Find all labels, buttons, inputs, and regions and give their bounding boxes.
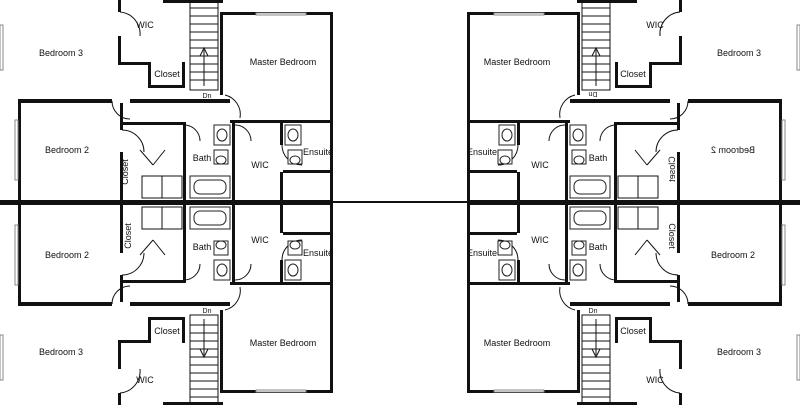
bathroom-fixtures [189,124,303,199]
doors [497,239,689,394]
room-label-wic: WIC [531,160,549,170]
center-breezeway-line [333,201,467,203]
room-label-master-bedroom: Master Bedroom [250,57,317,67]
unit-walls [467,205,782,405]
unit-walls [18,0,333,200]
bathroom-fixtures [497,124,611,199]
stair-label-dn: Dn [588,90,597,97]
room-label-ensuite: Ensuite [303,248,333,258]
room-label-wic: WIC [646,375,664,385]
closet-shelving [139,149,183,199]
room-label-bedroom-2: Bedroom 2 [45,145,89,155]
room-label-ensuite: Ensuite [303,147,333,157]
room-label-bedroom-3: Bedroom 3 [717,48,761,58]
room-label-closet: Closet [620,69,646,79]
doors [111,11,303,166]
unit-walls [467,0,782,200]
room-label-bedroom-3: Bedroom 3 [717,347,761,357]
room-label-wic: WIC [646,20,664,30]
unit-top-right: Bedroom 3 WIC Closet Master Bedroom Dn B… [467,0,800,200]
room-label-closet: Closet [123,223,133,249]
room-label-master-bedroom: Master Bedroom [484,57,551,67]
room-label-wic: WIC [251,160,269,170]
room-label-closet: Closet [154,326,180,336]
center-party-wall [467,200,800,205]
doors [497,11,689,166]
room-label-wic: WIC [136,20,154,30]
staircase [189,0,219,91]
stair-label-dn: Dn [203,93,212,100]
room-label-wic: WIC [251,235,269,245]
stair-label-dn: Dn [589,308,598,315]
room-label-master-bedroom: Master Bedroom [250,338,317,348]
bathroom-fixtures [497,206,611,281]
room-label-bedroom-2: Bedroom 2 [45,250,89,260]
closet-shelving [617,206,661,256]
unit-top-left: Bedroom 3 WIC Closet Master Bedroom Dn B… [0,0,333,200]
bathroom-fixtures [189,206,303,281]
room-label-ensuite: Ensuite [467,248,497,258]
closet-shelving [617,149,661,199]
room-label-closet: Closet [667,156,677,182]
room-label-wic: WIC [136,375,154,385]
room-label-bedroom-2: Bedroom 2 [711,145,755,155]
room-label-bedroom-2: Bedroom 2 [711,250,755,260]
room-label-bedroom-3: Bedroom 3 [39,347,83,357]
room-label-bath: Bath [193,153,212,163]
room-label-closet: Closet [620,326,646,336]
staircase [189,314,219,405]
room-label-master-bedroom: Master Bedroom [484,338,551,348]
room-label-closet: Closet [120,159,130,185]
room-label-closet: Closet [667,223,677,249]
unit-walls [18,205,333,405]
room-label-bath: Bath [193,242,212,252]
room-label-closet: Closet [154,69,180,79]
center-party-wall [0,200,333,205]
doors [111,239,303,394]
room-label-bedroom-3: Bedroom 3 [39,48,83,58]
room-label-bath: Bath [589,242,608,252]
closet-shelving [139,206,183,256]
stair-label-dn: Dn [203,308,212,315]
room-label-bath: Bath [589,153,608,163]
room-label-wic: WIC [531,235,549,245]
room-label-ensuite: Ensuite [467,147,497,157]
unit-bottom-right: Bedroom 3 WIC Closet Master Bedroom Dn B… [467,205,800,405]
unit-bottom-left: Bedroom 3 WIC Closet Master Bedroom Dn B… [0,205,333,405]
staircase [581,0,611,91]
staircase [581,314,611,405]
